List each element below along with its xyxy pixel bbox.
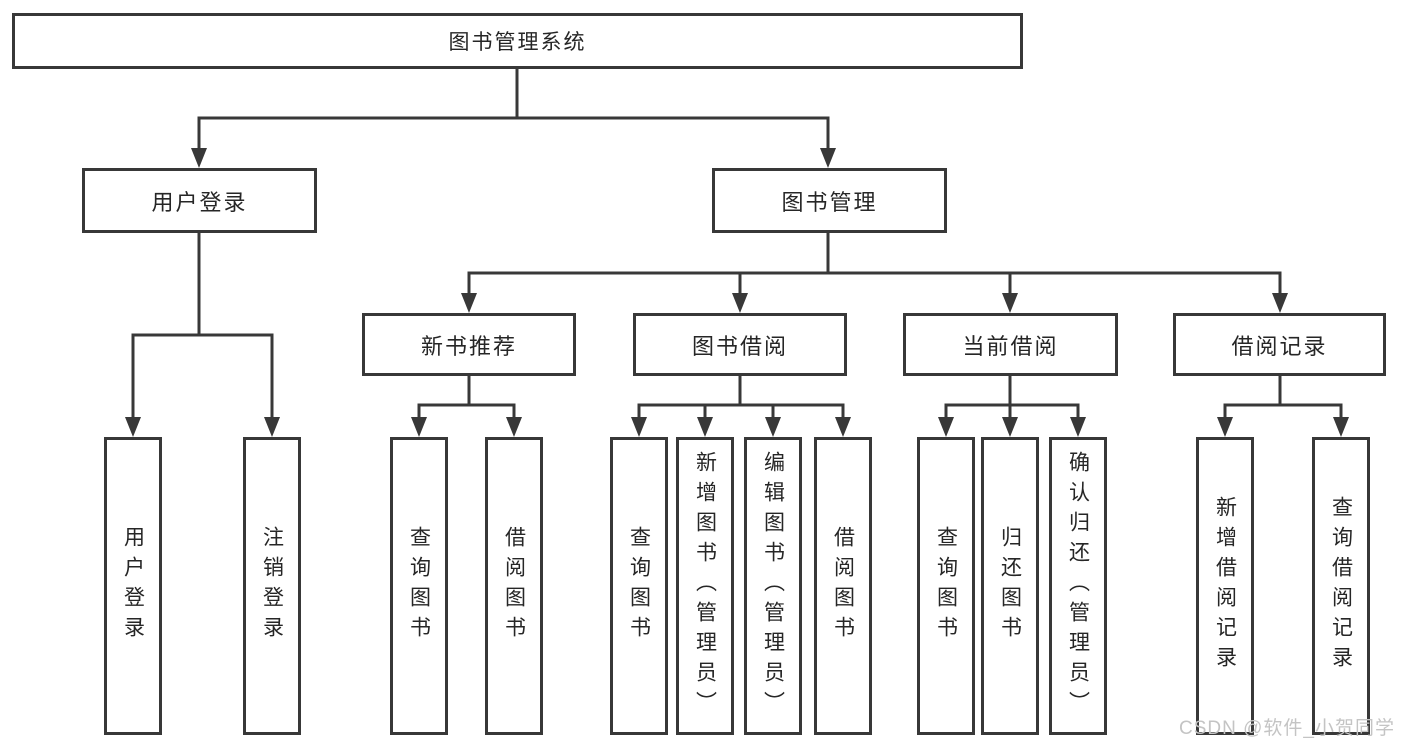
node-book-management-label: 图书管理	[781, 189, 878, 215]
node-borrow-books-recommend: 借阅图书	[485, 437, 543, 735]
connector-borrow-record-children	[1217, 376, 1349, 437]
node-add-books-admin-label: 新增图书（管理员）	[693, 451, 717, 721]
node-confirm-return-admin-label: 确认归还（管理员）	[1066, 451, 1090, 721]
node-user-login-action: 用户登录	[104, 437, 162, 735]
node-user-login-action-label: 用户登录	[121, 526, 145, 646]
node-add-books-admin: 新增图书（管理员）	[676, 437, 734, 735]
connector-new-book-children	[411, 376, 522, 437]
node-new-book-recommend-label: 新书推荐	[420, 333, 517, 359]
node-logout-action-label: 注销登录	[260, 526, 284, 646]
node-query-books-current-label: 查询图书	[934, 526, 958, 646]
node-query-books-recommend: 查询图书	[390, 437, 448, 735]
node-add-borrow-record: 新增借阅记录	[1196, 437, 1254, 735]
node-confirm-return-admin: 确认归还（管理员）	[1049, 437, 1107, 735]
node-return-books: 归还图书	[981, 437, 1039, 735]
node-book-borrow-label: 图书借阅	[691, 333, 788, 359]
node-edit-books-admin-label: 编辑图书（管理员）	[761, 451, 785, 721]
node-user-login: 用户登录	[82, 168, 317, 233]
node-current-borrow: 当前借阅	[903, 313, 1118, 376]
node-book-management: 图书管理	[712, 168, 947, 233]
connector-root-to-level2	[191, 69, 836, 168]
node-add-borrow-record-label: 新增借阅记录	[1213, 496, 1237, 676]
node-book-borrow: 图书借阅	[633, 313, 847, 376]
node-root-label: 图书管理系统	[448, 31, 587, 54]
node-root: 图书管理系统	[12, 13, 1023, 69]
node-borrow-records-label: 借阅记录	[1231, 333, 1328, 359]
node-query-books-borrow-label: 查询图书	[627, 526, 651, 646]
connector-book-borrow-children	[631, 376, 851, 437]
node-new-book-recommend: 新书推荐	[362, 313, 576, 376]
watermark: CSDN @软件_小贺同学	[1179, 718, 1395, 739]
node-current-borrow-label: 当前借阅	[962, 333, 1059, 359]
node-borrow-records: 借阅记录	[1173, 313, 1386, 376]
node-user-login-label: 用户登录	[151, 189, 248, 215]
node-borrow-books: 借阅图书	[814, 437, 872, 735]
connector-book-management-to-level3	[461, 233, 1288, 313]
node-logout-action: 注销登录	[243, 437, 301, 735]
node-borrow-books-recommend-label: 借阅图书	[502, 526, 526, 646]
node-query-borrow-record: 查询借阅记录	[1312, 437, 1370, 735]
node-query-books-borrow: 查询图书	[610, 437, 668, 735]
node-edit-books-admin: 编辑图书（管理员）	[744, 437, 802, 735]
connector-current-borrow-children	[938, 376, 1086, 437]
node-query-borrow-record-label: 查询借阅记录	[1329, 496, 1353, 676]
node-query-books-recommend-label: 查询图书	[407, 526, 431, 646]
node-query-books-current: 查询图书	[917, 437, 975, 735]
node-borrow-books-label: 借阅图书	[831, 526, 855, 646]
node-return-books-label: 归还图书	[998, 526, 1022, 646]
connector-user-login-branch	[125, 233, 280, 437]
